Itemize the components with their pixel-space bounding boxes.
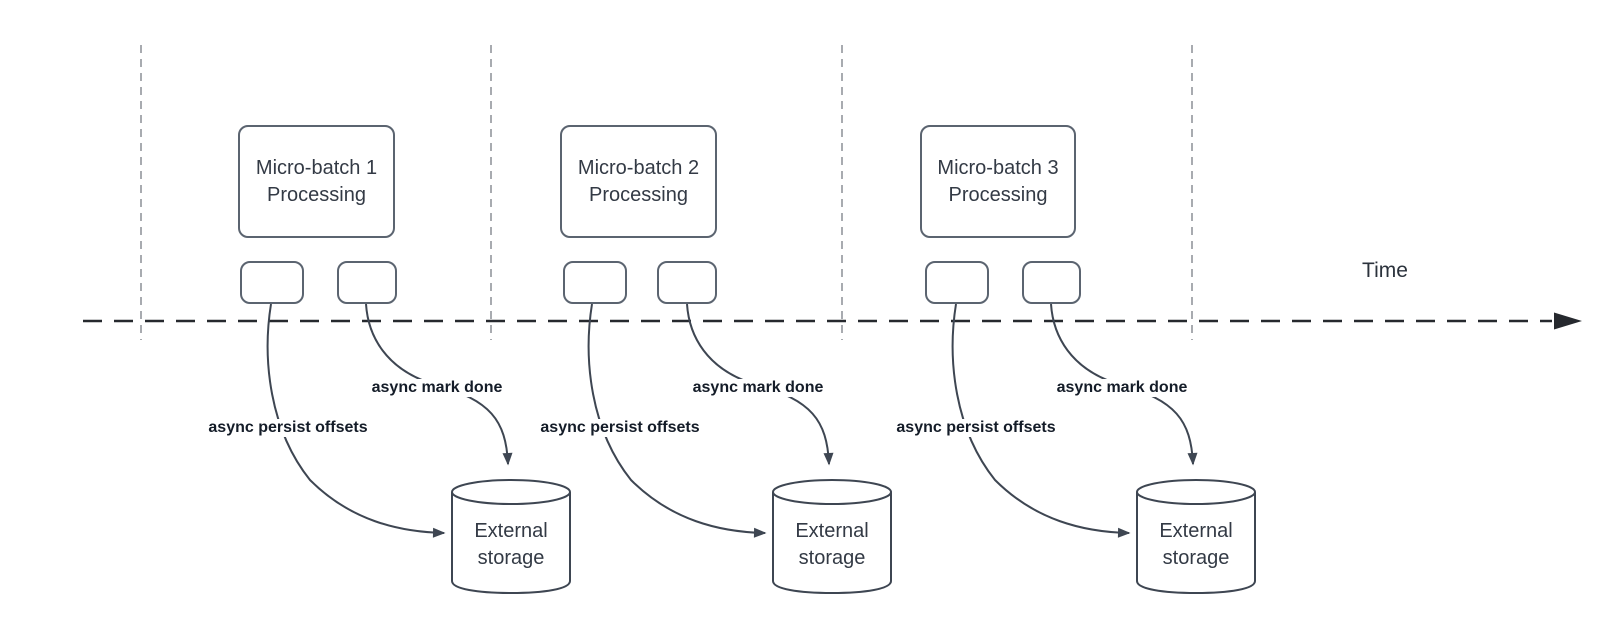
persist-offsets-arrow-2 — [587, 303, 767, 538]
micro-batch-1-label: Micro-batch 1 Processing — [255, 156, 378, 206]
offset-slot-right-2 — [657, 261, 717, 304]
micro-batch-1-box: Micro-batch 1 Processing — [238, 125, 395, 238]
time-axis-arrowhead-icon — [1554, 312, 1582, 330]
external-storage-label-3: External storage — [1159, 520, 1233, 569]
micro-batch-3-box: Micro-batch 3 Processing — [920, 125, 1076, 238]
micro-batch-2-box: Micro-batch 2 Processing — [560, 125, 717, 238]
persist-offsets-label-2: async persist offsets — [537, 419, 703, 437]
storage-cylinder-top-1 — [451, 479, 571, 505]
persist-offsets-arrow-3 — [951, 303, 1131, 538]
mark-done-label-3: async mark done — [1053, 379, 1191, 397]
storage-cylinder-top-3 — [1136, 479, 1256, 505]
external-storage-label-1: External storage — [474, 520, 548, 569]
storage-cylinder-body-1 — [451, 492, 571, 595]
micro-batch-3-label: Micro-batch 3 Processing — [937, 156, 1059, 206]
micro-batch-2-label: Micro-batch 2 Processing — [577, 156, 700, 206]
offset-slot-left-1 — [240, 261, 304, 304]
offset-slot-left-2 — [563, 261, 627, 304]
mark-done-label-1: async mark done — [368, 379, 506, 397]
persist-offsets-arrow-1 — [266, 303, 446, 538]
storage-cylinder-top-2 — [772, 479, 892, 505]
persist-offsets-label-1: async persist offsets — [205, 419, 371, 437]
offset-slot-left-3 — [925, 261, 989, 304]
external-storage-label-2: External storage — [795, 520, 869, 569]
mark-done-label-2: async mark done — [689, 379, 827, 397]
offset-slot-right-3 — [1022, 261, 1081, 304]
time-axis-label: Time — [1362, 259, 1408, 282]
offset-slot-right-1 — [337, 261, 397, 304]
persist-offsets-label-3: async persist offsets — [893, 419, 1059, 437]
storage-cylinder-body-3 — [1136, 492, 1256, 595]
storage-cylinder-body-2 — [772, 492, 892, 595]
